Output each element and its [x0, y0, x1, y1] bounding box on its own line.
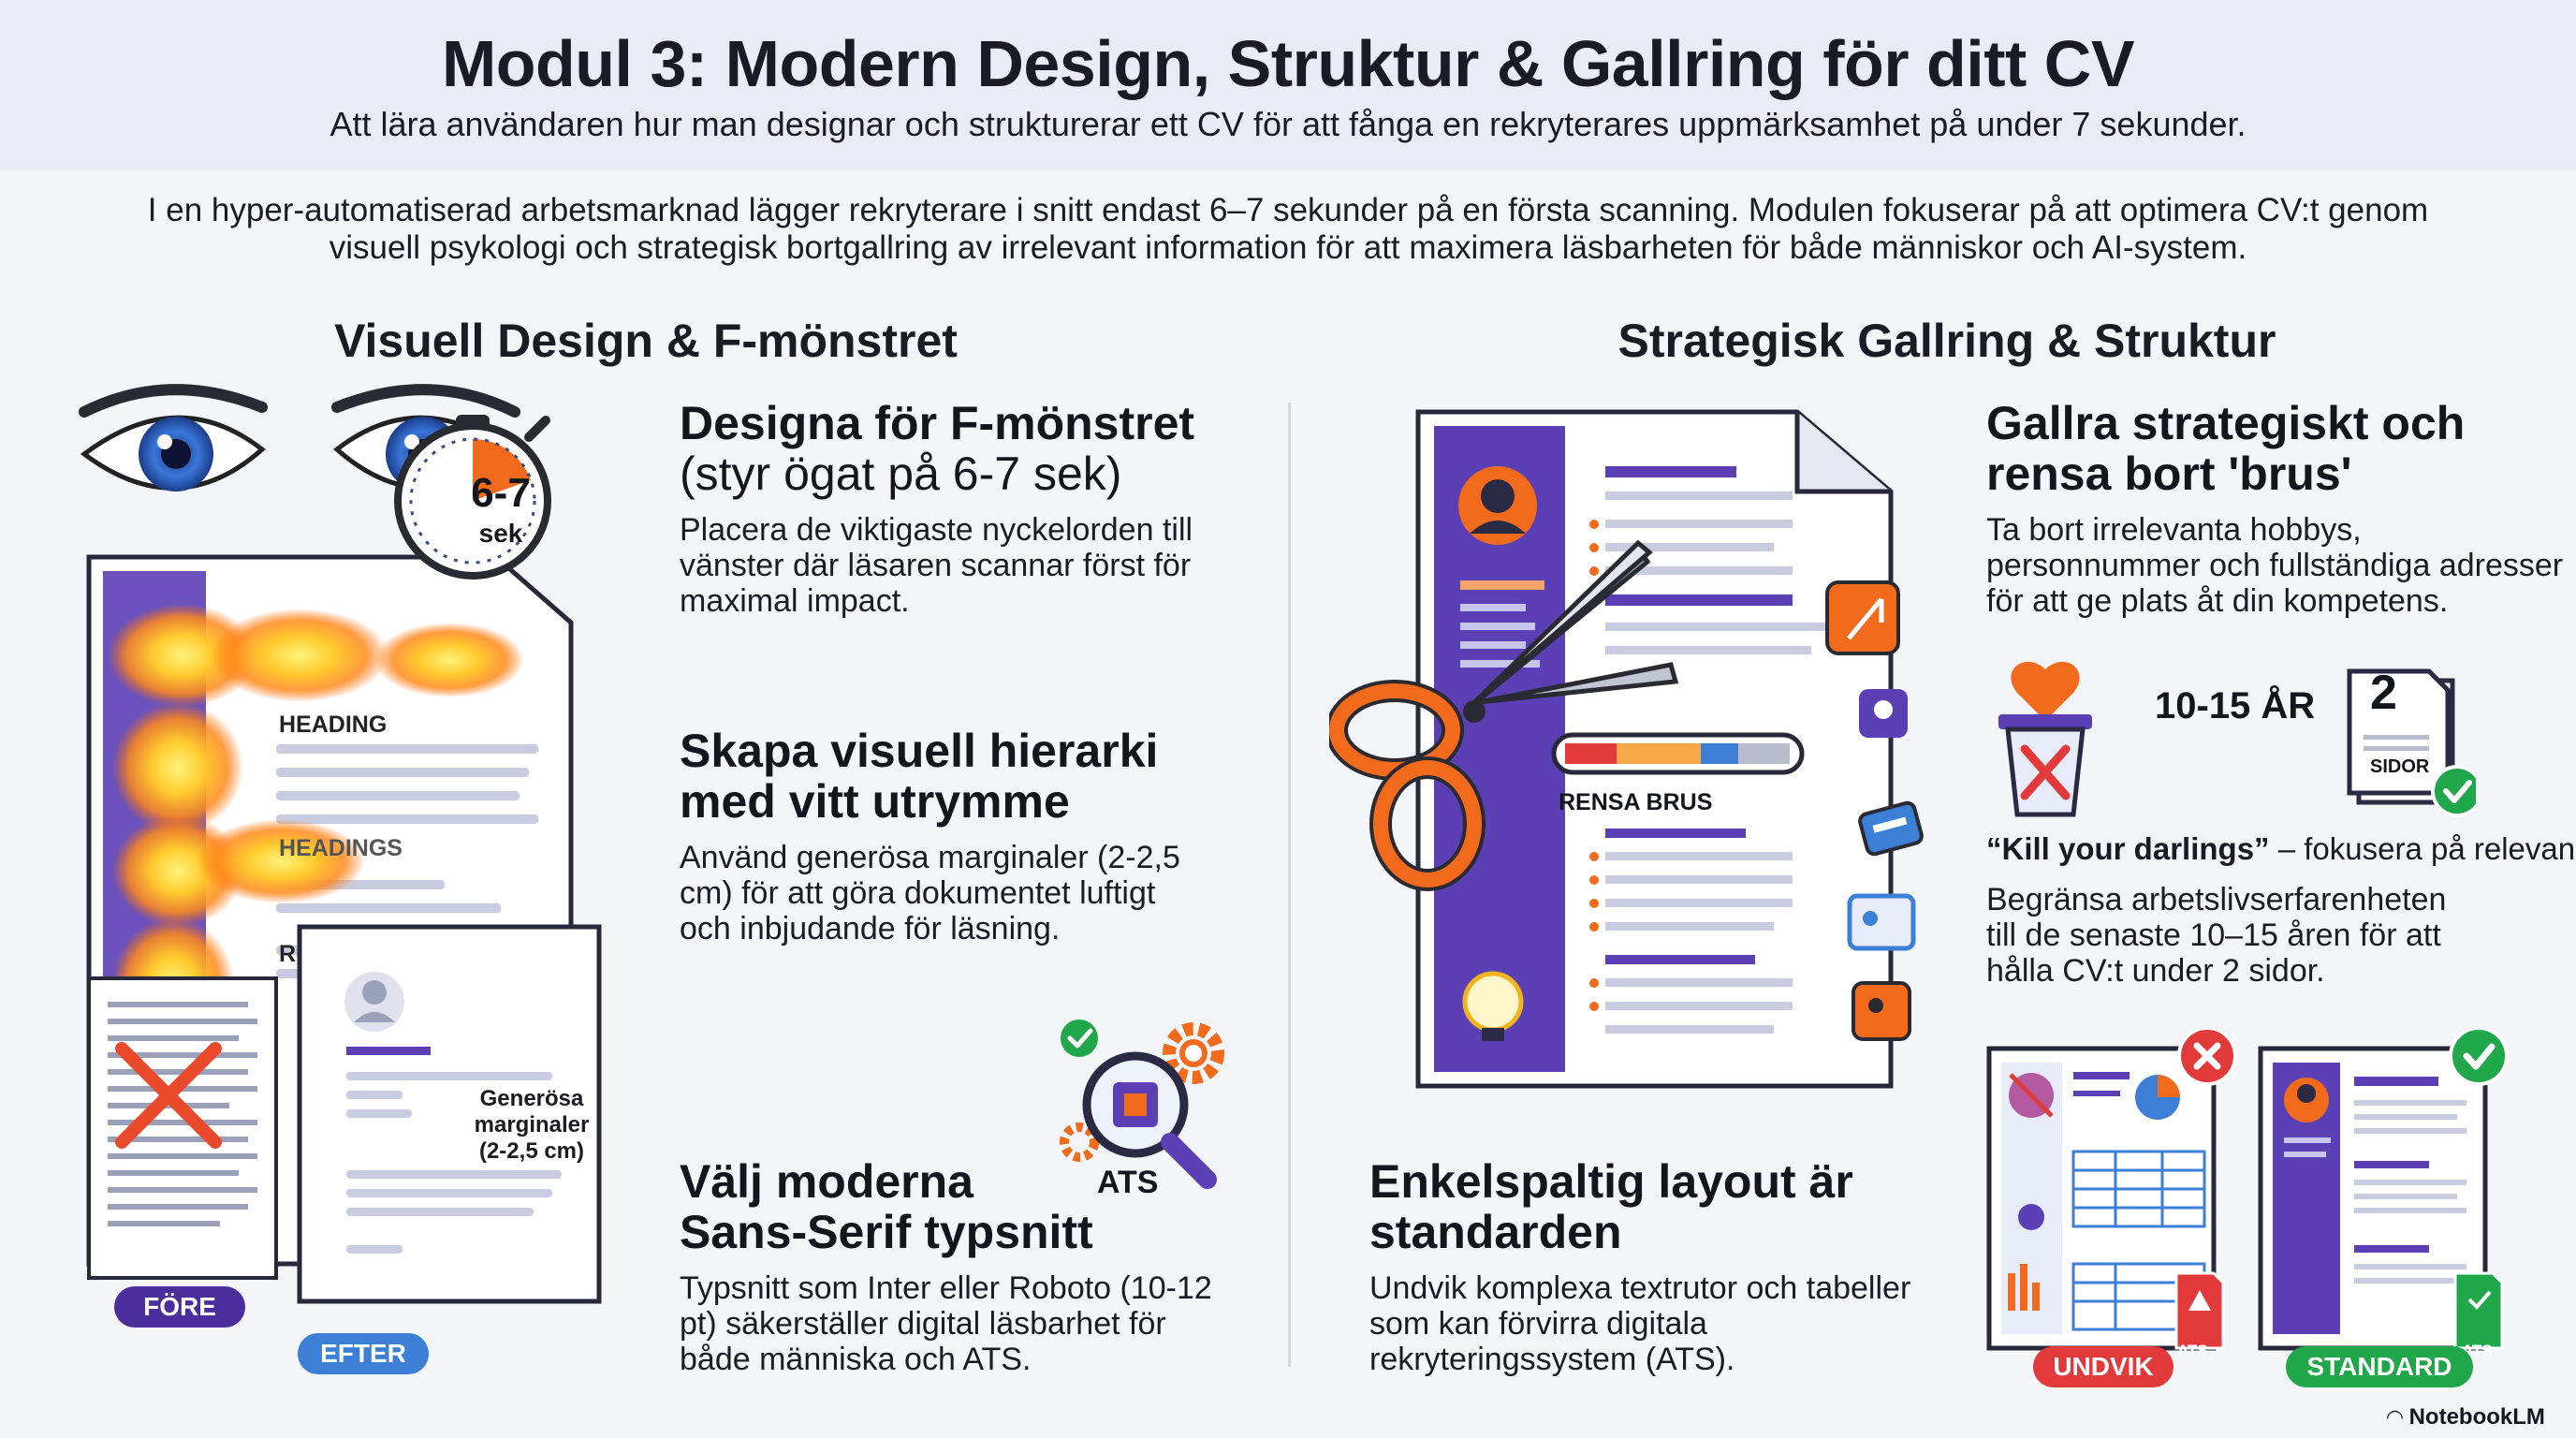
ats-label: ATS [1097, 1165, 1159, 1200]
kill-darlings-quote: “Kill your darlings” [1986, 831, 2270, 866]
profile-id-icon [1852, 981, 1911, 1041]
left-eye-icon [79, 384, 268, 492]
point-f-pattern-title: Designa för F-mönstret [680, 397, 1195, 449]
intro-line-2: visuell psykologi och strategisk bortgal… [329, 229, 2247, 266]
point-prune-body: Ta bort irrelevanta hobbys, personnummer… [1986, 512, 2564, 619]
timer-value: 6-7 [471, 470, 531, 516]
years-label: 10-15 ÅR [2155, 685, 2316, 726]
point-prune: Gallra strategiskt och rensa bort 'brus'… [1986, 398, 2567, 619]
intro-text: I en hyper-automatiserad arbetsmarknad l… [56, 192, 2520, 267]
complex-layout-document [1986, 1046, 2217, 1351]
margins-label: Generösa marginaler (2-2,5 cm) [474, 1086, 590, 1164]
column-divider [1288, 403, 1291, 1367]
point-typeface: Välj moderna Sans-Serif typsnitt Typsnit… [680, 1156, 1260, 1377]
layout-compare-illustration [1986, 1030, 2509, 1351]
success-check-icon [2449, 1030, 2509, 1086]
standard-badge: STANDARD [2286, 1346, 2473, 1387]
cv-heading-label: HEADING [279, 712, 388, 738]
error-icon [2177, 1030, 2237, 1086]
stopwatch-icon [394, 415, 551, 580]
trash-can-icon [1998, 661, 2092, 817]
point-single-column: Enkelspaltig layout är standarden Undvik… [1369, 1156, 1969, 1377]
pages-label: SIDOR [2370, 756, 2430, 777]
id-card-icon [1858, 800, 1924, 857]
f-pattern-illustration [79, 384, 602, 1304]
fishing-icon [1825, 580, 1900, 655]
ats-warning-icon [2174, 1271, 2225, 1350]
notebooklm-logo-icon: ◠ [2387, 1405, 2403, 1429]
check-circle-icon [2431, 765, 2476, 817]
left-section-title: Visuell Design & F-mönstret [334, 315, 958, 367]
ats-magnifier-icon [1060, 1020, 1224, 1189]
header-band [0, 0, 2576, 170]
point-hierarchy-title: Skapa visuell hierarki med vitt utrymme [680, 725, 1159, 828]
contact-card-icon [1847, 893, 1916, 951]
point-kill-darlings-body: Begränsa arbetslivserfarenheten till de … [1986, 882, 2447, 989]
ats-check-icon [2453, 1271, 2504, 1350]
location-icon [1859, 689, 1908, 738]
point-prune-title: Gallra strategiskt och rensa bort 'brus' [1986, 397, 2466, 500]
scissors-cv-illustration [1329, 409, 1924, 1089]
page-title: Modul 3: Modern Design, Struktur & Gallr… [441, 27, 2135, 100]
before-badge: FÖRE [114, 1286, 245, 1328]
scissors-icon [1329, 539, 1679, 891]
lightbulb-icon [1462, 971, 1524, 1041]
intro-line-1: I en hyper-automatiserad arbetsmarknad l… [147, 192, 2429, 228]
gear-small-icon [1060, 1123, 1099, 1162]
pages-document-icon [2347, 668, 2455, 805]
gear-icon [1163, 1022, 1224, 1084]
footer-brand: ◠ NotebookLM [2387, 1404, 2545, 1431]
page-subtitle: Att lära användaren hur man designar och… [329, 105, 2247, 143]
cv-letter-label: R [279, 941, 297, 967]
pages-number: 2 [2370, 666, 2397, 720]
point-f-pattern-body: Placera de viktigaste nyckelorden till v… [680, 512, 1193, 619]
point-f-pattern-subtitle: (styr ögat på 6-7 sek) [680, 448, 1122, 500]
cv-headings-label: HEADINGS [279, 835, 402, 861]
point-single-column-title: Enkelspaltig layout är standarden [1369, 1155, 1853, 1258]
x-mark-icon [115, 1042, 222, 1149]
timer-unit: sek [478, 519, 523, 548]
footer-brand-text: NotebookLM [2408, 1404, 2545, 1430]
ats-avoid-label: ATS [2177, 1342, 2208, 1359]
rensa-brus-label: RENSA BRUS [1559, 789, 1713, 815]
point-typeface-body: Typsnitt som Inter eller Roboto (10-12 p… [680, 1270, 1212, 1377]
point-single-column-body: Undvik komplexa textrutor och tabeller s… [1369, 1270, 1911, 1377]
after-cv-document [297, 924, 602, 1304]
point-typeface-title: Välj moderna Sans-Serif typsnitt [680, 1155, 1093, 1258]
prune-icons [1998, 661, 2476, 817]
point-f-pattern: Designa för F-mönstret (styr ögat på 6-7… [680, 398, 1260, 619]
point-hierarchy: Skapa visuell hierarki med vitt utrymme … [680, 726, 1260, 946]
before-cv-document [87, 976, 278, 1280]
kill-darlings-rest: – fokusera på relevans [2269, 831, 2576, 866]
after-badge: EFTER [298, 1333, 429, 1374]
avoid-badge: UNDVIK [2033, 1346, 2174, 1387]
point-hierarchy-body: Använd generösa marginaler (2-2,5 cm) fö… [680, 840, 1180, 946]
right-section-title: Strategisk Gallring & Struktur [1617, 315, 2276, 367]
single-column-document [2258, 1046, 2488, 1351]
point-kill-darlings: “Kill your darlings” – fokusera på relev… [1986, 831, 2576, 867]
